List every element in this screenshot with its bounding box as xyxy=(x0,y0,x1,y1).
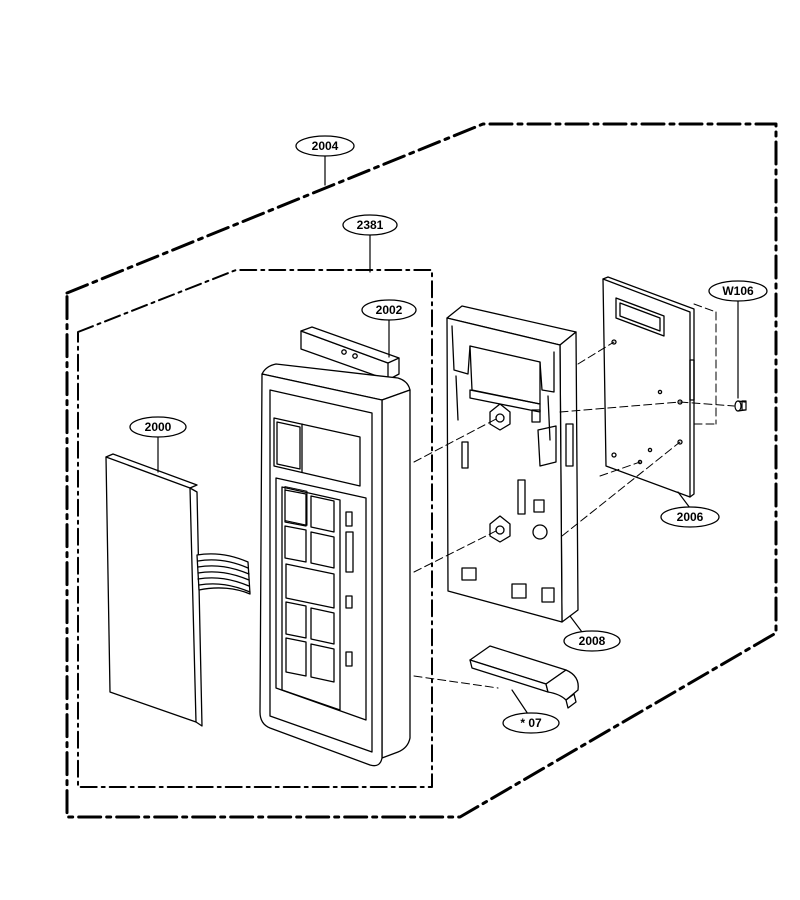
assembly-boundary-2004 xyxy=(65,122,778,819)
part-W106-screw xyxy=(734,400,747,412)
callout-2002: 2002 xyxy=(361,299,417,321)
svg-text:2000: 2000 xyxy=(145,420,172,434)
svg-text:2002: 2002 xyxy=(376,303,403,317)
assembly-leader-lines xyxy=(413,303,735,689)
callout-2000: 2000 xyxy=(129,416,187,438)
svg-text:* 07: * 07 xyxy=(520,716,542,730)
svg-text:2381: 2381 xyxy=(357,218,384,232)
callout-W106: W106 xyxy=(708,280,768,302)
part-07-clip xyxy=(469,645,579,709)
assembly-boundary-2381 xyxy=(77,269,433,788)
part-2006-pcb xyxy=(602,276,695,498)
callout-2008: 2008 xyxy=(563,630,621,652)
part-2008-rear-housing xyxy=(446,305,579,623)
svg-text:2004: 2004 xyxy=(312,139,339,153)
svg-text:W106: W106 xyxy=(722,284,754,298)
part-2000-membrane xyxy=(105,453,251,727)
callout-leaders xyxy=(157,154,739,715)
svg-text:2008: 2008 xyxy=(579,634,606,648)
svg-text:2006: 2006 xyxy=(677,510,704,524)
callout-2004: 2004 xyxy=(295,135,355,157)
callout-2006: 2006 xyxy=(660,506,720,528)
callout-2381: 2381 xyxy=(342,214,398,236)
part-2002-control-panel xyxy=(259,326,411,767)
callout-07: * 07 xyxy=(502,712,560,734)
